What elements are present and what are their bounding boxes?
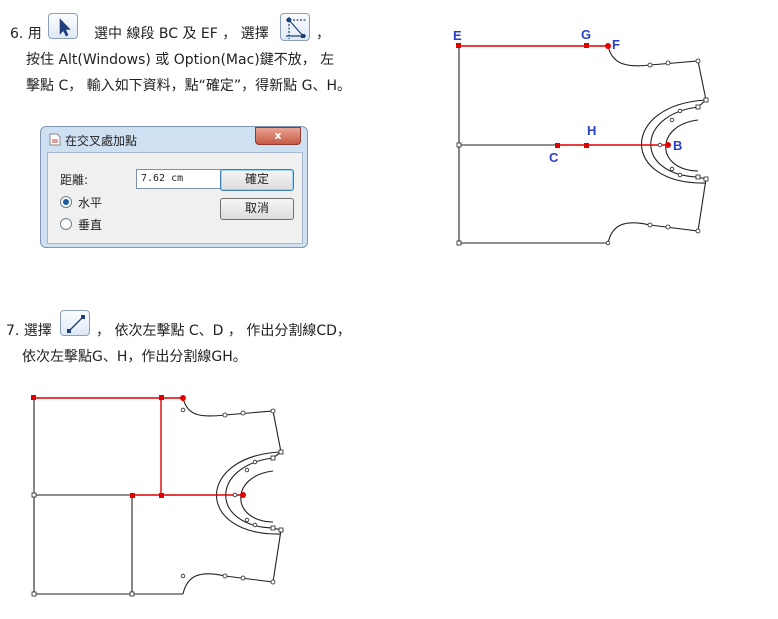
pattern-diagram-2 xyxy=(31,395,284,597)
vertical-radio-label: 垂直 xyxy=(78,218,103,232)
pattern-point xyxy=(665,224,671,230)
red-points xyxy=(31,395,246,498)
step6-instruction-1: 選中 線段 BC 及 EF ， 選擇 xyxy=(94,26,269,42)
label-F: F xyxy=(612,37,620,52)
point-E xyxy=(31,395,36,400)
point-B xyxy=(665,142,671,148)
point-E xyxy=(456,43,461,48)
pattern-point xyxy=(703,176,709,182)
pattern-point xyxy=(605,240,611,246)
pattern-point xyxy=(647,62,653,68)
pattern-point xyxy=(278,527,284,533)
pattern-point xyxy=(456,240,462,246)
pattern-point xyxy=(669,166,675,172)
armhole-curve xyxy=(640,99,707,184)
pattern-point xyxy=(695,228,701,234)
pattern-point xyxy=(180,407,186,413)
intersection-point-icon xyxy=(286,17,306,39)
horizontal-radio-label: 水平 xyxy=(78,196,103,210)
pattern-point xyxy=(232,492,238,498)
point-C xyxy=(130,493,135,498)
label-E: E xyxy=(453,28,462,43)
point-G xyxy=(159,395,164,400)
pattern-point xyxy=(456,142,462,148)
point-H xyxy=(159,493,164,498)
horizontal-radio[interactable] xyxy=(60,196,72,208)
pattern-point xyxy=(665,60,671,66)
cancel-button[interactable]: 取消 xyxy=(220,198,294,220)
pattern-point xyxy=(657,142,663,148)
pattern-point xyxy=(240,410,246,416)
step6-comma: ， xyxy=(316,26,330,42)
pattern-point xyxy=(31,492,37,498)
pattern-outline xyxy=(607,176,707,244)
pattern-outline xyxy=(607,45,707,108)
pattern-point xyxy=(222,412,228,418)
label-G: G xyxy=(581,27,591,42)
ok-button[interactable]: 確定 xyxy=(220,169,294,191)
dialog-body: 距離: 7.62 cm 確定 水平 取消 垂直 xyxy=(47,152,303,244)
red-points xyxy=(456,43,671,148)
point-C xyxy=(555,143,560,148)
distance-label: 距離: xyxy=(60,173,89,187)
arrow-pointer-icon xyxy=(59,18,71,37)
step6-instruction-3: 擊點 C， 輸入如下資料，點“確定”，得新點 G、H。 xyxy=(26,78,352,94)
pattern-point xyxy=(180,573,186,579)
step7-instruction-1: ， 依次左擊點 C、D ， 作出分割線CD， xyxy=(96,323,351,339)
vertical-radio[interactable] xyxy=(60,218,72,230)
dialog-title: 在交叉處加點 xyxy=(65,134,138,148)
point-D xyxy=(129,591,135,597)
step7-instruction-2: 依次左擊點G、H，作出分割線GH。 xyxy=(22,349,247,365)
point-F xyxy=(605,43,611,49)
pattern-point xyxy=(270,579,276,585)
label-C: C xyxy=(549,150,559,165)
pattern-point xyxy=(31,591,37,597)
pattern-point xyxy=(252,522,258,528)
pattern-point xyxy=(703,97,709,103)
pattern-outline xyxy=(182,397,282,459)
point-F xyxy=(180,395,186,401)
document-icon xyxy=(49,133,61,146)
add-point-dialog: 在交叉處加點 x 距離: 7.62 cm 確定 水平 取消 垂直 xyxy=(40,126,308,248)
pattern-point xyxy=(695,174,701,180)
line-tool-icon xyxy=(67,315,85,333)
pattern-point xyxy=(270,408,276,414)
step6-prefix: 6. 用 xyxy=(10,26,42,42)
pattern-outline xyxy=(182,527,282,595)
armhole-curve xyxy=(240,470,274,523)
pattern-diagram-1: E G F H C B xyxy=(453,27,709,246)
armhole-curve xyxy=(225,457,274,529)
pattern-point xyxy=(244,517,250,523)
pattern-point xyxy=(222,573,228,579)
point-G xyxy=(584,43,589,48)
close-button[interactable]: x xyxy=(255,127,301,145)
step6-instruction-2: 按住 Alt(Windows) 或 Option(Mac)鍵不放， 左 xyxy=(26,52,335,68)
distance-input[interactable]: 7.62 cm xyxy=(136,169,222,189)
pattern-point xyxy=(669,117,675,123)
pattern-point xyxy=(647,222,653,228)
label-B: B xyxy=(673,138,682,153)
pointer-tool-button[interactable] xyxy=(48,13,78,39)
intersection-tool-button[interactable] xyxy=(280,13,310,41)
pattern-point xyxy=(244,467,250,473)
pattern-point xyxy=(252,459,258,465)
pattern-point xyxy=(270,455,276,461)
armhole-curve xyxy=(665,119,699,172)
point-B xyxy=(240,492,246,498)
label-H: H xyxy=(587,123,596,138)
point-H xyxy=(584,143,589,148)
pattern-point xyxy=(695,104,701,110)
pattern-point xyxy=(270,525,276,531)
line-tool-button[interactable] xyxy=(60,310,90,336)
pattern-point xyxy=(677,108,683,114)
pattern-point xyxy=(240,575,246,581)
pattern-point xyxy=(278,449,284,455)
step7-prefix: 7. 選擇 xyxy=(6,323,52,339)
pattern-point xyxy=(695,58,701,64)
pattern-point xyxy=(677,172,683,178)
